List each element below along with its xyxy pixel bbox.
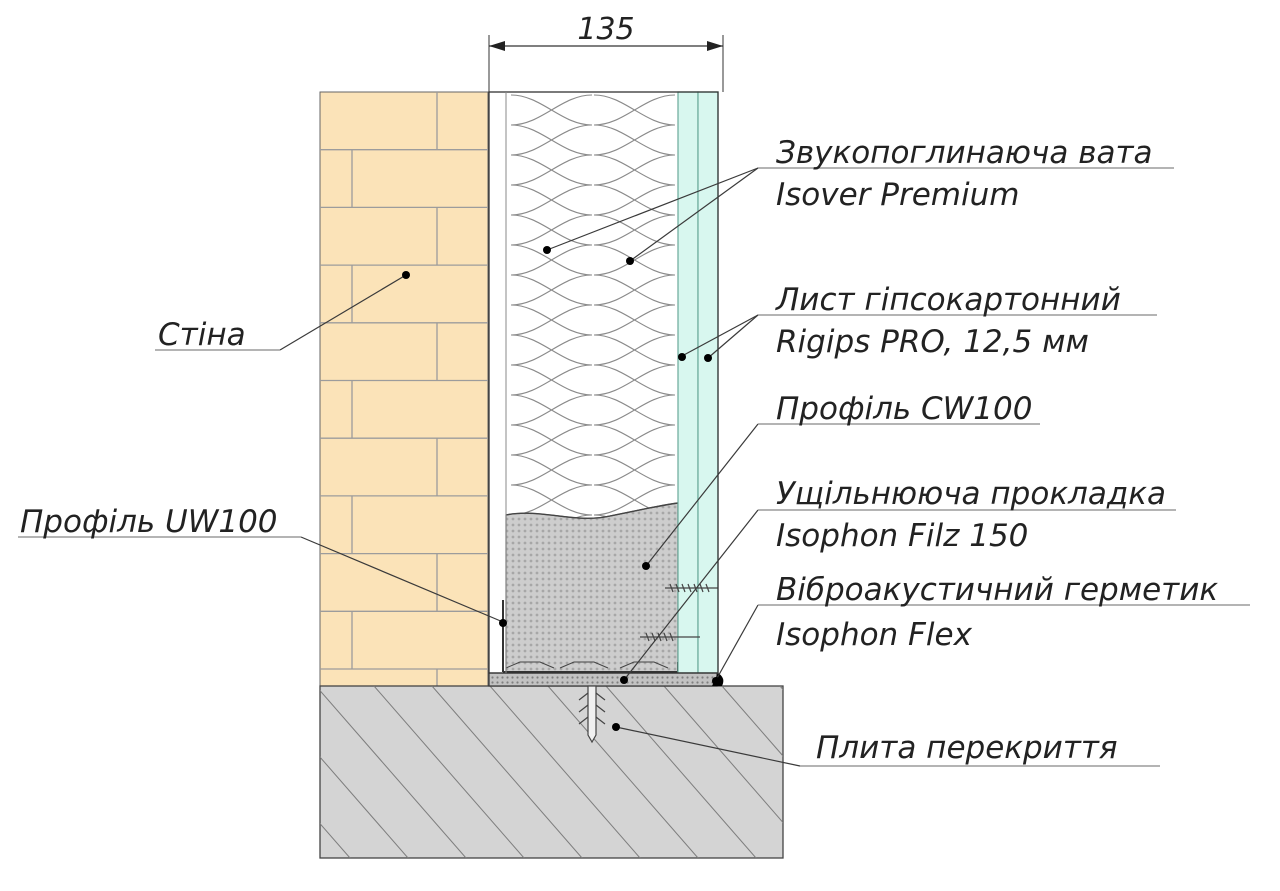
labels: Звукопоглинаюча вата Isover Premium Лист… (20, 135, 1218, 766)
label-profile-uw: Профіль UW100 (20, 504, 278, 540)
label-gypsum-line1: Лист гіпсокартонний (775, 282, 1121, 318)
slab-dot (612, 723, 620, 731)
label-sealant-line2: Isophon Flex (776, 617, 973, 653)
cavity-outline (488, 91, 719, 674)
label-insulation-line1: Звукопоглинаюча вата (776, 135, 1153, 171)
gasket-dot (620, 676, 628, 684)
label-wall: Стіна (158, 317, 246, 353)
label-insulation-line2: Isover Premium (776, 177, 1019, 213)
label-gasket-line1: Ущільнююча прокладка (776, 476, 1166, 512)
cw-profile-fill (505, 502, 679, 673)
wall-dot (402, 271, 410, 279)
anchor-dowel (578, 685, 606, 744)
leader-lines (18, 167, 1250, 767)
label-profile-cw: Профіль CW100 (776, 391, 1032, 427)
sealant-dot (712, 677, 720, 685)
profile-uw-dot (499, 619, 507, 627)
dimension-value: 135 (577, 12, 634, 47)
profile-cw-dot (642, 562, 650, 570)
label-gypsum-line2: Rigips PRO, 12,5 мм (776, 324, 1089, 360)
dimension-135: 135 (488, 12, 724, 92)
gypsum-dot (678, 353, 686, 361)
insulation-dot (543, 246, 551, 254)
mineral-wool-insulation (506, 92, 678, 546)
label-sealant-line1: Віброакустичний герметик (776, 572, 1218, 608)
label-slab: Плита перекриття (816, 730, 1118, 766)
gasket-strip (488, 672, 718, 687)
brick-wall (319, 91, 489, 687)
label-gasket-line2: Isophon Filz 150 (776, 518, 1028, 554)
insulation-dot-2 (626, 257, 634, 265)
floor-slab (319, 685, 784, 859)
gypsum-dot-2 (704, 354, 712, 362)
screws (640, 583, 718, 642)
